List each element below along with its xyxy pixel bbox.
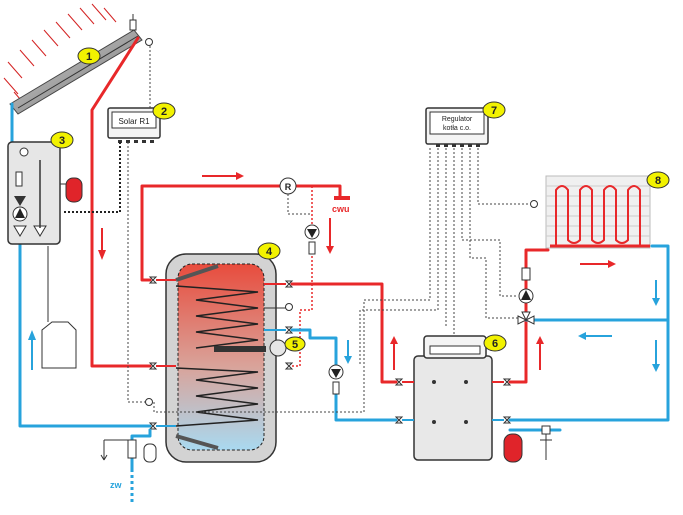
- badge-3-number: 3: [59, 135, 65, 147]
- badge-4-number: 4: [266, 246, 273, 258]
- cwu-label: cwu: [332, 204, 350, 214]
- badge-3: 3: [50, 131, 74, 149]
- tank-valves: [145, 276, 294, 430]
- flow-arrow-boiler-up: [390, 336, 398, 370]
- badge-6: 6: [483, 334, 507, 352]
- central-heating-boiler: [413, 335, 493, 461]
- boiler-controller-line2: kotła c.o.: [443, 125, 471, 132]
- thermostatic-mixer: R: [279, 177, 297, 195]
- heating-return-pipe: [508, 318, 670, 422]
- badge-1: 1: [77, 47, 101, 65]
- badge-7-number: 7: [491, 105, 497, 117]
- boiler-valves: [394, 378, 512, 424]
- badge-1-number: 1: [86, 51, 92, 63]
- radiator: [530, 175, 651, 249]
- radiator-return-pipe: [650, 244, 670, 322]
- badge-2-number: 2: [161, 106, 167, 118]
- solar-signal-wire-tank: [127, 142, 150, 403]
- heating-valve-upper: [521, 267, 531, 281]
- air-vent-valve: [129, 14, 153, 46]
- circulation-pump: [304, 224, 320, 255]
- solar-controller-label: Solar R1: [118, 117, 150, 126]
- flow-arrow-cwu-down: [326, 218, 334, 254]
- heating-pump: [518, 288, 534, 304]
- badge-8-number: 8: [655, 175, 661, 187]
- glycol-container: [41, 246, 77, 369]
- boiler-controller-line1: Regulator: [442, 116, 473, 123]
- badge-5: 5: [284, 336, 306, 352]
- flow-arrows-heating: [536, 260, 660, 372]
- mixer-signal: [287, 194, 312, 215]
- boiler-return-pipe: [334, 390, 398, 422]
- badge-5-number: 5: [292, 339, 298, 351]
- solar-controller: Solar R1: [107, 107, 161, 143]
- tank-coil-cold-to-boiler: [290, 328, 338, 368]
- expansion-vessel-heating: [503, 425, 552, 463]
- badge-8: 8: [646, 171, 670, 189]
- badge-2: 2: [152, 102, 176, 120]
- zw-label: zw: [110, 480, 123, 490]
- solar-collector: [9, 29, 143, 115]
- tank-coil-hot-to-boiler: [290, 282, 398, 384]
- solar-supply-pipe: [90, 36, 152, 368]
- sun-rays: [3, 3, 117, 107]
- badge-7: 7: [482, 101, 506, 119]
- safety-group: [100, 439, 157, 463]
- expansion-vessel-solar: [60, 177, 83, 203]
- dhw-hot-pipe: [140, 184, 342, 282]
- boiler-controller: Regulator kotła c.o.: [425, 107, 489, 147]
- mixer-label: R: [285, 182, 292, 192]
- flow-arrow-dhw: [202, 172, 244, 180]
- three-way-valve: [517, 311, 535, 325]
- circulation-return: [290, 256, 313, 367]
- badge-4: 4: [257, 242, 281, 260]
- flow-arrows-solar: [28, 228, 106, 370]
- boiler-controller-wires: [153, 148, 530, 413]
- storage-tank: [165, 253, 287, 463]
- flow-arrow-boiler-down: [344, 340, 352, 364]
- dhw-loading-pump: [328, 364, 344, 395]
- badge-6-number: 6: [492, 338, 498, 350]
- solar-pump-group: [7, 141, 61, 245]
- solar-signal-wire-pump: [64, 142, 121, 213]
